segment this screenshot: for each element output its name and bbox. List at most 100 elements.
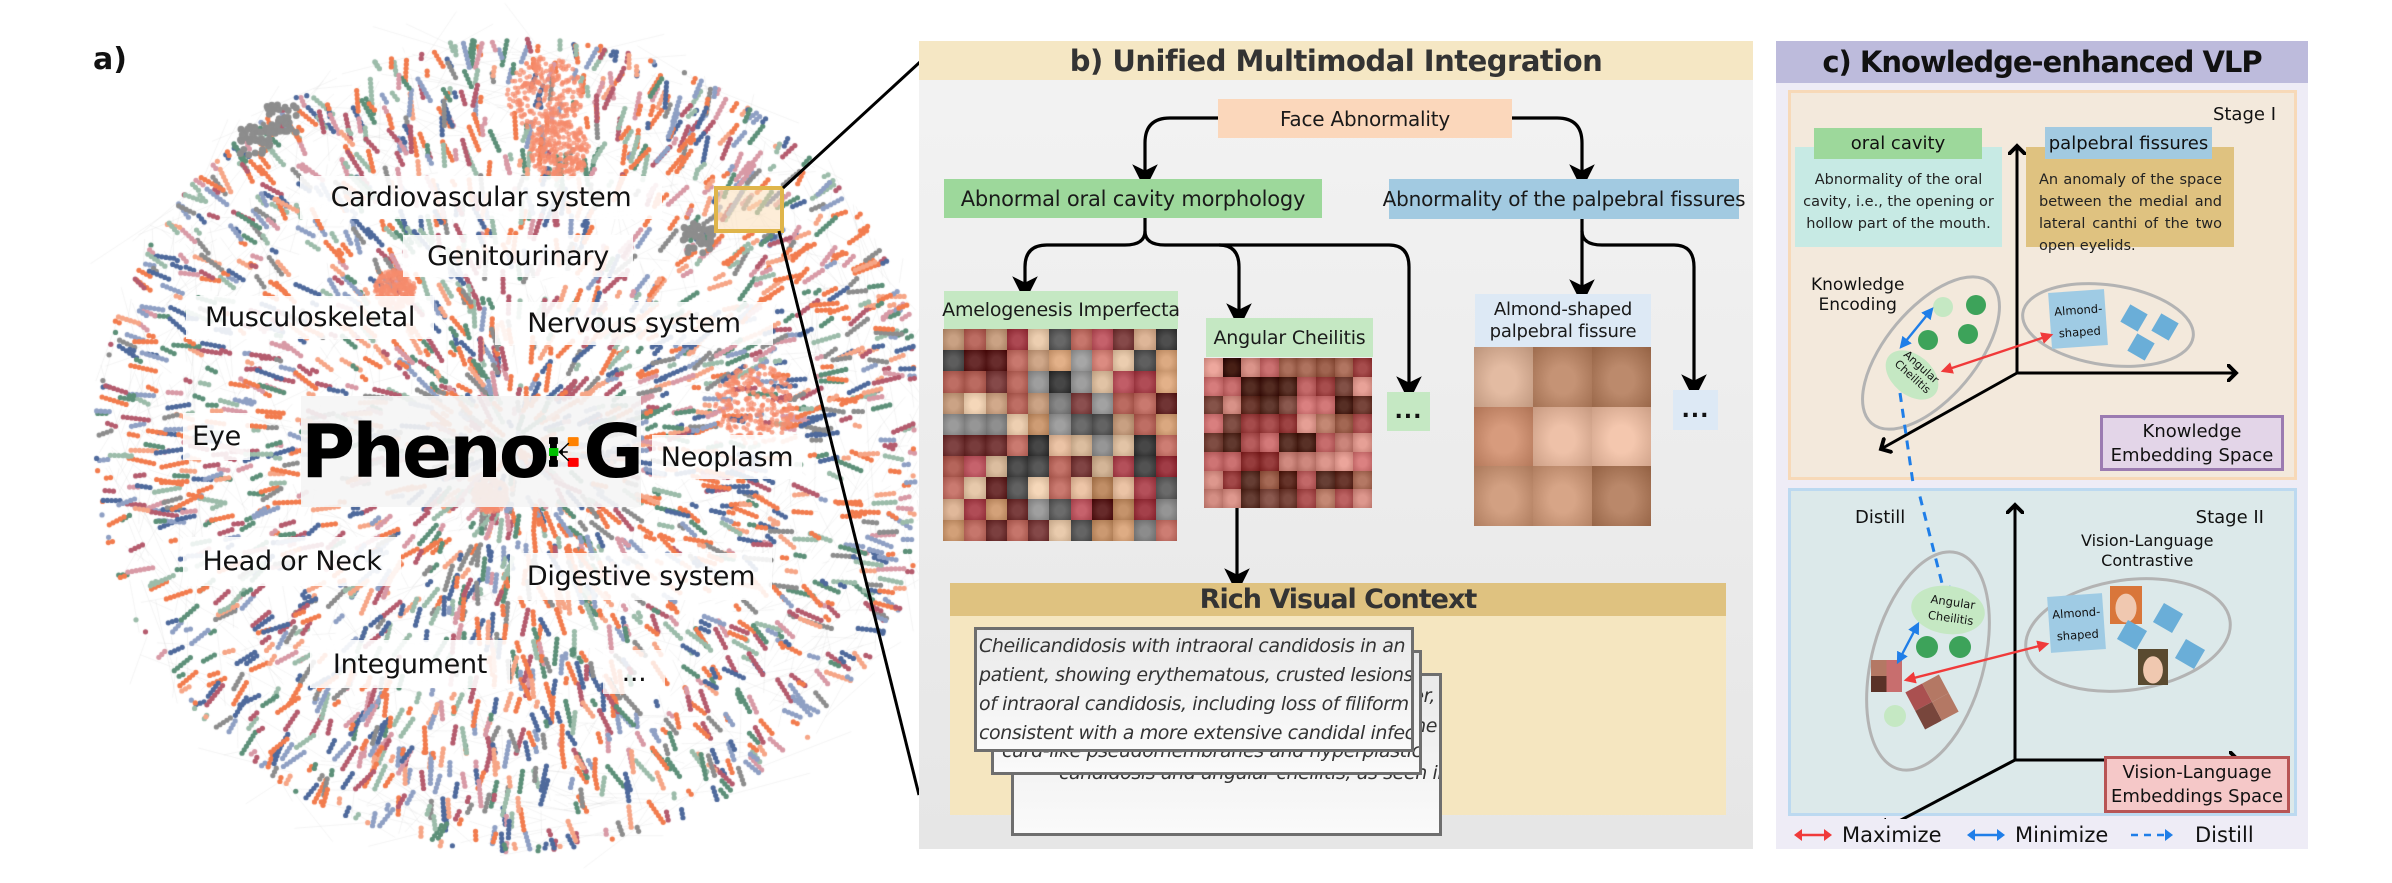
image-thumbnail xyxy=(1049,456,1071,478)
image-thumbnail xyxy=(964,371,986,393)
image-thumbnail xyxy=(1204,489,1223,508)
image-thumbnail xyxy=(1278,358,1298,377)
angular-cheilitis-node xyxy=(1885,350,1939,400)
minimize-arrow xyxy=(1896,621,1920,665)
palpebral-def-line-4: open eyelids. xyxy=(2039,238,2136,254)
image-thumbnail xyxy=(1070,477,1092,499)
image-thumbnail xyxy=(1334,433,1354,452)
image-thumbnail xyxy=(1334,414,1354,433)
thumbnail-tile xyxy=(1932,693,1959,721)
context-line-4: consistent with a more extensive candida… xyxy=(979,722,1414,744)
image-thumbnail xyxy=(1241,358,1260,377)
oral-def-line-1: Abnormality of the oral xyxy=(1814,172,1983,188)
image-thumbnail xyxy=(1259,395,1279,415)
system-label-eye: Eye xyxy=(183,413,250,460)
image-thumbnail xyxy=(1070,519,1092,541)
image-thumbnail xyxy=(1134,435,1156,457)
image-thumbnail xyxy=(1113,350,1135,372)
blue-square-node xyxy=(2174,638,2206,670)
image-thumbnail xyxy=(1134,477,1156,499)
image-thumbnail xyxy=(1070,498,1092,520)
stage-2-label: Stage II xyxy=(2195,507,2264,528)
system-label-neoplasm: Neoplasm xyxy=(652,435,802,479)
image-thumbnail xyxy=(1006,456,1029,478)
image-thumbnail xyxy=(964,498,986,520)
almond-line-2: shaped xyxy=(2058,323,2102,341)
image-thumbnail xyxy=(1241,451,1260,471)
image-thumbnail xyxy=(1091,456,1114,478)
image-thumbnail xyxy=(1091,498,1114,520)
image-thumbnail xyxy=(1049,371,1071,393)
rich-visual-context: Rich Visual Context candidosis and angul… xyxy=(950,583,1726,836)
image-thumbnail xyxy=(1070,350,1092,372)
oral-cavity-definition: Abnormality of the oral cavity, i.e., th… xyxy=(1795,169,2002,235)
image-thumbnail xyxy=(1049,477,1071,499)
image-thumbnail xyxy=(1049,350,1071,372)
zoom-leader-lines xyxy=(714,60,922,796)
image-thumbnail xyxy=(1353,433,1372,452)
image-thumbnail xyxy=(1353,395,1372,415)
image-thumbnail xyxy=(1315,470,1335,490)
image-thumbnail xyxy=(1091,413,1114,435)
image-thumbnail xyxy=(1241,395,1260,415)
node-amelogenesis-imperfecta: Amelogenesis Imperfecta xyxy=(942,291,1180,329)
image-thumbnail xyxy=(1028,498,1050,520)
image-thumbnail xyxy=(1204,451,1223,471)
image-thumbnail xyxy=(1091,371,1114,393)
image-thumbnail xyxy=(1297,395,1316,415)
palpebral-definition-box: An anomaly of the space between the medi… xyxy=(2026,147,2234,254)
encoding-line-1: Knowledge xyxy=(1811,275,1905,295)
image-thumbnail xyxy=(1028,413,1050,435)
image-thumbnail xyxy=(1334,395,1354,415)
contrastive-line-2: Contrastive xyxy=(2101,551,2194,570)
image-thumbnail xyxy=(1259,376,1279,396)
image-thumbnail xyxy=(1259,489,1279,508)
context-line-1: Cheilicandidosis with intraoral candidos… xyxy=(979,635,1411,657)
palpebral-def-line-1: An anomaly of the space xyxy=(2039,172,2222,188)
image-thumbnail xyxy=(1278,395,1298,415)
dark-green-node xyxy=(1966,295,1986,315)
palpebral-def-line-3: lateral canthi of the two xyxy=(2039,216,2222,232)
panel-c-title: c) Knowledge-enhanced VLP xyxy=(1776,41,2308,83)
image-thumbnail xyxy=(1049,498,1071,520)
angular-cheilitis-node xyxy=(1911,585,1985,635)
light-green-node xyxy=(1884,705,1906,727)
logo-node-mid xyxy=(548,447,559,456)
image-thumbnail xyxy=(1028,371,1050,393)
system-label-more: ... xyxy=(603,650,665,694)
image-thumbnail xyxy=(1259,414,1279,433)
image-thumbnail xyxy=(964,435,986,457)
image-thumbnail xyxy=(1297,414,1316,433)
image-thumbnail xyxy=(943,435,965,457)
image-thumbnail xyxy=(1049,392,1071,414)
image-thumbnail xyxy=(1006,435,1029,457)
image-thumbnail xyxy=(985,350,1007,372)
palpebral-def-line-2: between the medial and xyxy=(2039,194,2222,210)
palpebral-definition: An anomaly of the space between the medi… xyxy=(2039,169,2222,257)
image-thumbnail xyxy=(1091,350,1114,372)
image-thumbnail xyxy=(1155,329,1177,351)
edge-root-to-oral xyxy=(1132,116,1218,190)
image-thumbnail xyxy=(1070,456,1092,478)
image-thumbnail xyxy=(1006,477,1029,499)
image-thumbnail xyxy=(1297,376,1316,396)
almond-shaped-node xyxy=(2048,289,2108,349)
image-thumbnail xyxy=(964,456,986,478)
dark-green-node xyxy=(1918,330,1938,350)
image-thumbnail xyxy=(1592,406,1651,467)
stage-1-label: Stage I xyxy=(2212,104,2276,125)
image-thumbnail xyxy=(985,329,1007,351)
almond-label-line-2: palpebral fissure xyxy=(1489,320,1637,342)
face-image-thumbnail-2 xyxy=(2138,649,2168,685)
image-thumbnail xyxy=(1222,395,1242,415)
image-thumbnail xyxy=(1241,489,1260,508)
node-face-abnormality: Face Abnormality xyxy=(1218,99,1512,138)
blue-square-node xyxy=(2152,602,2184,634)
image-thumbnail xyxy=(1006,519,1029,541)
image-thumbnail xyxy=(1297,489,1316,508)
thumbnail-tile xyxy=(1871,676,1887,692)
image-thumbnail xyxy=(1028,350,1050,372)
palpebral-cluster-ellipse xyxy=(2021,282,2195,368)
almond-line-2: shaped xyxy=(2056,626,2100,644)
image-thumbnail xyxy=(1091,477,1114,499)
